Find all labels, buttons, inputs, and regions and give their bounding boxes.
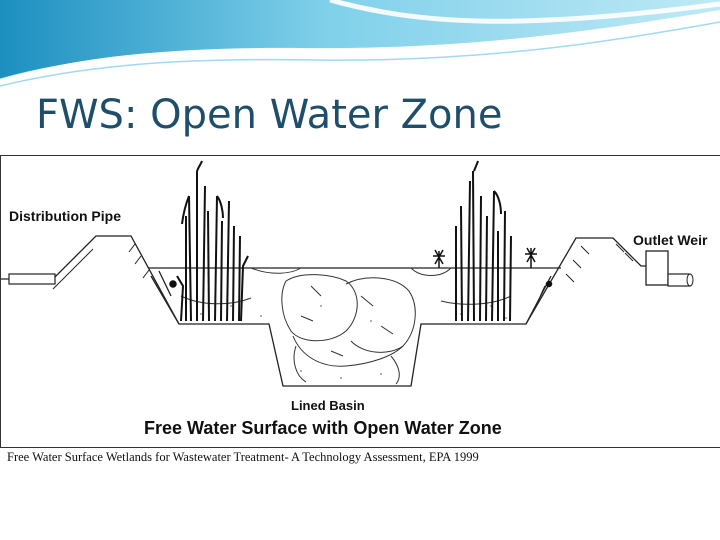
embankment-hatch-right: [565, 243, 634, 283]
outlet-weir-label: Outlet Weir: [633, 232, 708, 248]
outlet-weir-pipe: [645, 250, 694, 287]
header-wave-band: [0, 0, 720, 87]
floating-plants: [169, 247, 553, 288]
distribution-pipe-label: Distribution Pipe: [9, 208, 121, 224]
embankment-hatch-left: [52, 243, 150, 290]
wetland-cross-section: [1, 160, 694, 387]
source-citation: Free Water Surface Wetlands for Wastewat…: [7, 450, 479, 464]
slide-title: FWS: Open Water Zone: [36, 92, 503, 138]
emergent-plants-left: [176, 160, 249, 322]
lined-basin-label: Lined Basin: [291, 398, 365, 413]
basin-stipple: [200, 305, 507, 379]
wetland-diagram: Distribution Pipe Outlet Weir Lined Basi…: [0, 155, 720, 448]
distribution-pipe: [8, 273, 56, 285]
emergent-plants-right: [455, 160, 512, 322]
diagram-caption: Free Water Surface with Open Water Zone: [144, 418, 502, 438]
